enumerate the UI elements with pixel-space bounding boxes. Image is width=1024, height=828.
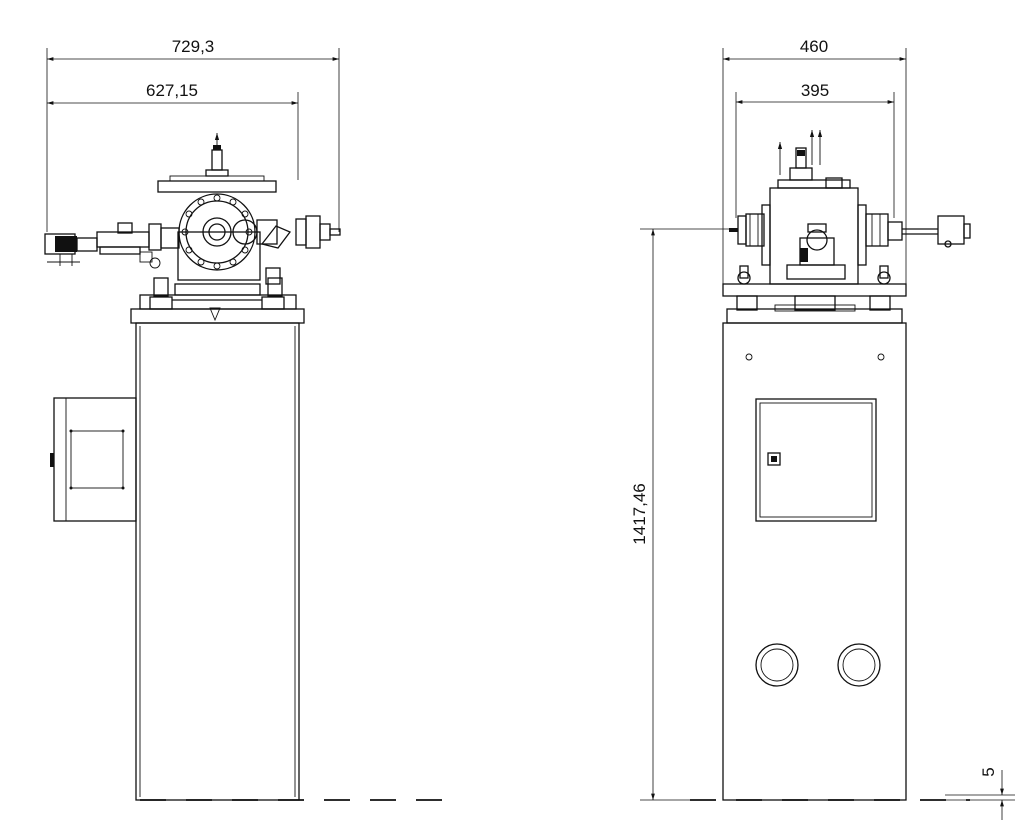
dimension-label-729-3: 729,3 [172,37,215,56]
front-view: 729,3 627,15 [44,37,460,801]
side-view: 460 395 1417,46 5 [630,37,1015,820]
front-chamber [157,133,277,281]
dimension-ground-clearance: 5 [945,767,1015,820]
port-left [755,643,799,687]
front-cabinet [130,308,305,801]
control-panel-door [755,398,877,522]
dimension-front-inner-width: 627,15 [47,81,299,180]
port-right [837,643,881,687]
dimension-label-460: 460 [800,37,828,56]
front-right-valve [232,215,341,285]
side-right-flange [865,213,971,248]
dimension-side-height: 1417,46 [630,228,736,801]
front-left-arm [44,222,180,269]
dimension-label-395: 395 [801,81,829,100]
dimension-side-inner-width: 395 [735,81,895,218]
side-cabinet [722,308,907,801]
side-base-plate [722,265,907,312]
dimension-side-overall-width: 460 [722,37,907,295]
dimension-label-5: 5 [979,767,998,776]
side-left-flange [729,213,765,247]
front-side-box [50,397,137,522]
flange-bolts [181,194,253,270]
side-chamber [761,130,867,285]
dimension-front-overall-width: 729,3 [46,37,340,232]
front-base-plate [139,277,297,322]
dimension-label-1417-46: 1417,46 [630,483,649,544]
dimension-label-627-15: 627,15 [146,81,198,100]
